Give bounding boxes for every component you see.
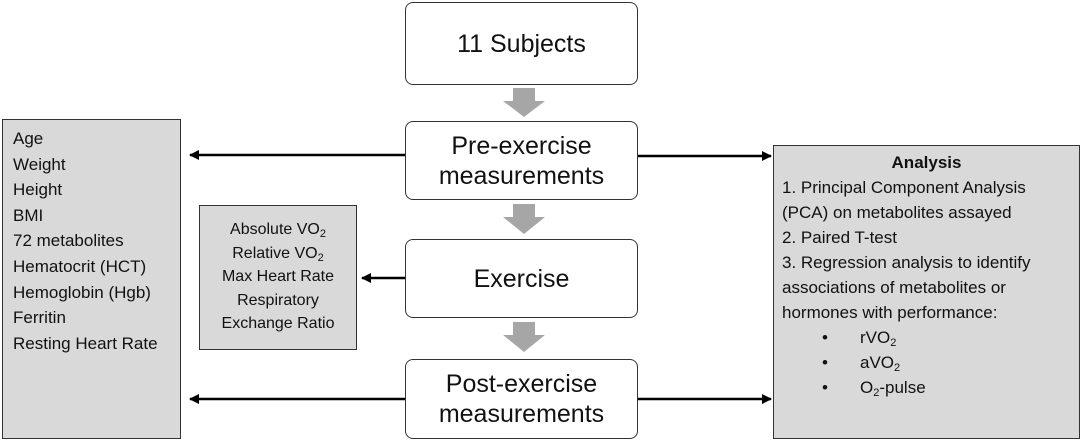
baseline-item: Height <box>13 180 63 200</box>
bullet-dot: • <box>822 353 828 372</box>
analysis-line: hormones with performance: <box>782 303 998 322</box>
bullet-dot: • <box>822 378 828 397</box>
subjects-box: 11 Subjects <box>405 2 638 85</box>
analysis-box: Analysis 1. Principal Component Analysis… <box>773 145 1080 439</box>
exercise-box: Exercise <box>405 239 638 318</box>
respiratory-line2: Exchange Ratio <box>221 315 335 332</box>
post-exercise-line1: Post-exercise <box>445 370 598 398</box>
absolute-vo2: Absolute VO2 <box>230 221 326 240</box>
analysis-line: 1. Principal Component Analysis <box>782 178 1026 197</box>
pre-exercise-line2: measurements <box>438 161 605 190</box>
baseline-item: Ferritin <box>13 308 66 328</box>
analysis-line: 3. Regression analysis to identify <box>782 253 1031 272</box>
analysis-line: (PCA) on metabolites assayed <box>782 203 1012 222</box>
baseline-item: Resting Heart Rate <box>13 333 158 353</box>
baseline-item: BMI <box>13 205 44 225</box>
analysis-bullet-avo2: • aVO2 <box>782 350 1071 375</box>
max-heart-rate: Max Heart Rate <box>221 268 335 285</box>
post-exercise-line2: measurements <box>438 400 605 428</box>
analysis-line: 2. Paired T-test <box>782 228 897 247</box>
post-exercise-box: Post-exercise measurements <box>405 359 638 439</box>
analysis-bullet-rvo2: • rVO2 <box>782 325 1071 350</box>
baseline-item: Age <box>13 129 44 148</box>
analysis-bullet-o2-pulse: • O2-pulse <box>782 375 1071 400</box>
pre-exercise-line1: Pre-exercise <box>451 131 592 160</box>
baseline-measurements-box: Age Weight Height BMI 72 metabolites Hem… <box>2 119 181 439</box>
baseline-item: Weight <box>13 154 66 174</box>
subjects-label: 11 Subjects <box>457 29 586 58</box>
respiratory-line1: Respiratory <box>237 291 319 309</box>
flow-arrow-3 <box>503 322 545 352</box>
exercise-measures-box: Absolute VO2 Relative VO2 Max Heart Rate… <box>199 205 357 350</box>
analysis-title: Analysis <box>891 153 962 172</box>
relative-vo2: Relative VO2 <box>232 244 324 264</box>
baseline-item: 72 metabolites <box>13 231 124 251</box>
flow-arrow-2 <box>503 204 545 234</box>
bullet-dot: • <box>822 328 828 347</box>
baseline-item: Hematocrit (HCT) <box>13 256 147 276</box>
exercise-label: Exercise <box>473 264 570 293</box>
pre-exercise-box: Pre-exercise measurements <box>405 121 638 200</box>
baseline-item: Hemoglobin (Hgb) <box>13 282 151 302</box>
flow-arrow-1 <box>503 88 545 117</box>
analysis-line: associations of metabolites or <box>782 278 1006 297</box>
